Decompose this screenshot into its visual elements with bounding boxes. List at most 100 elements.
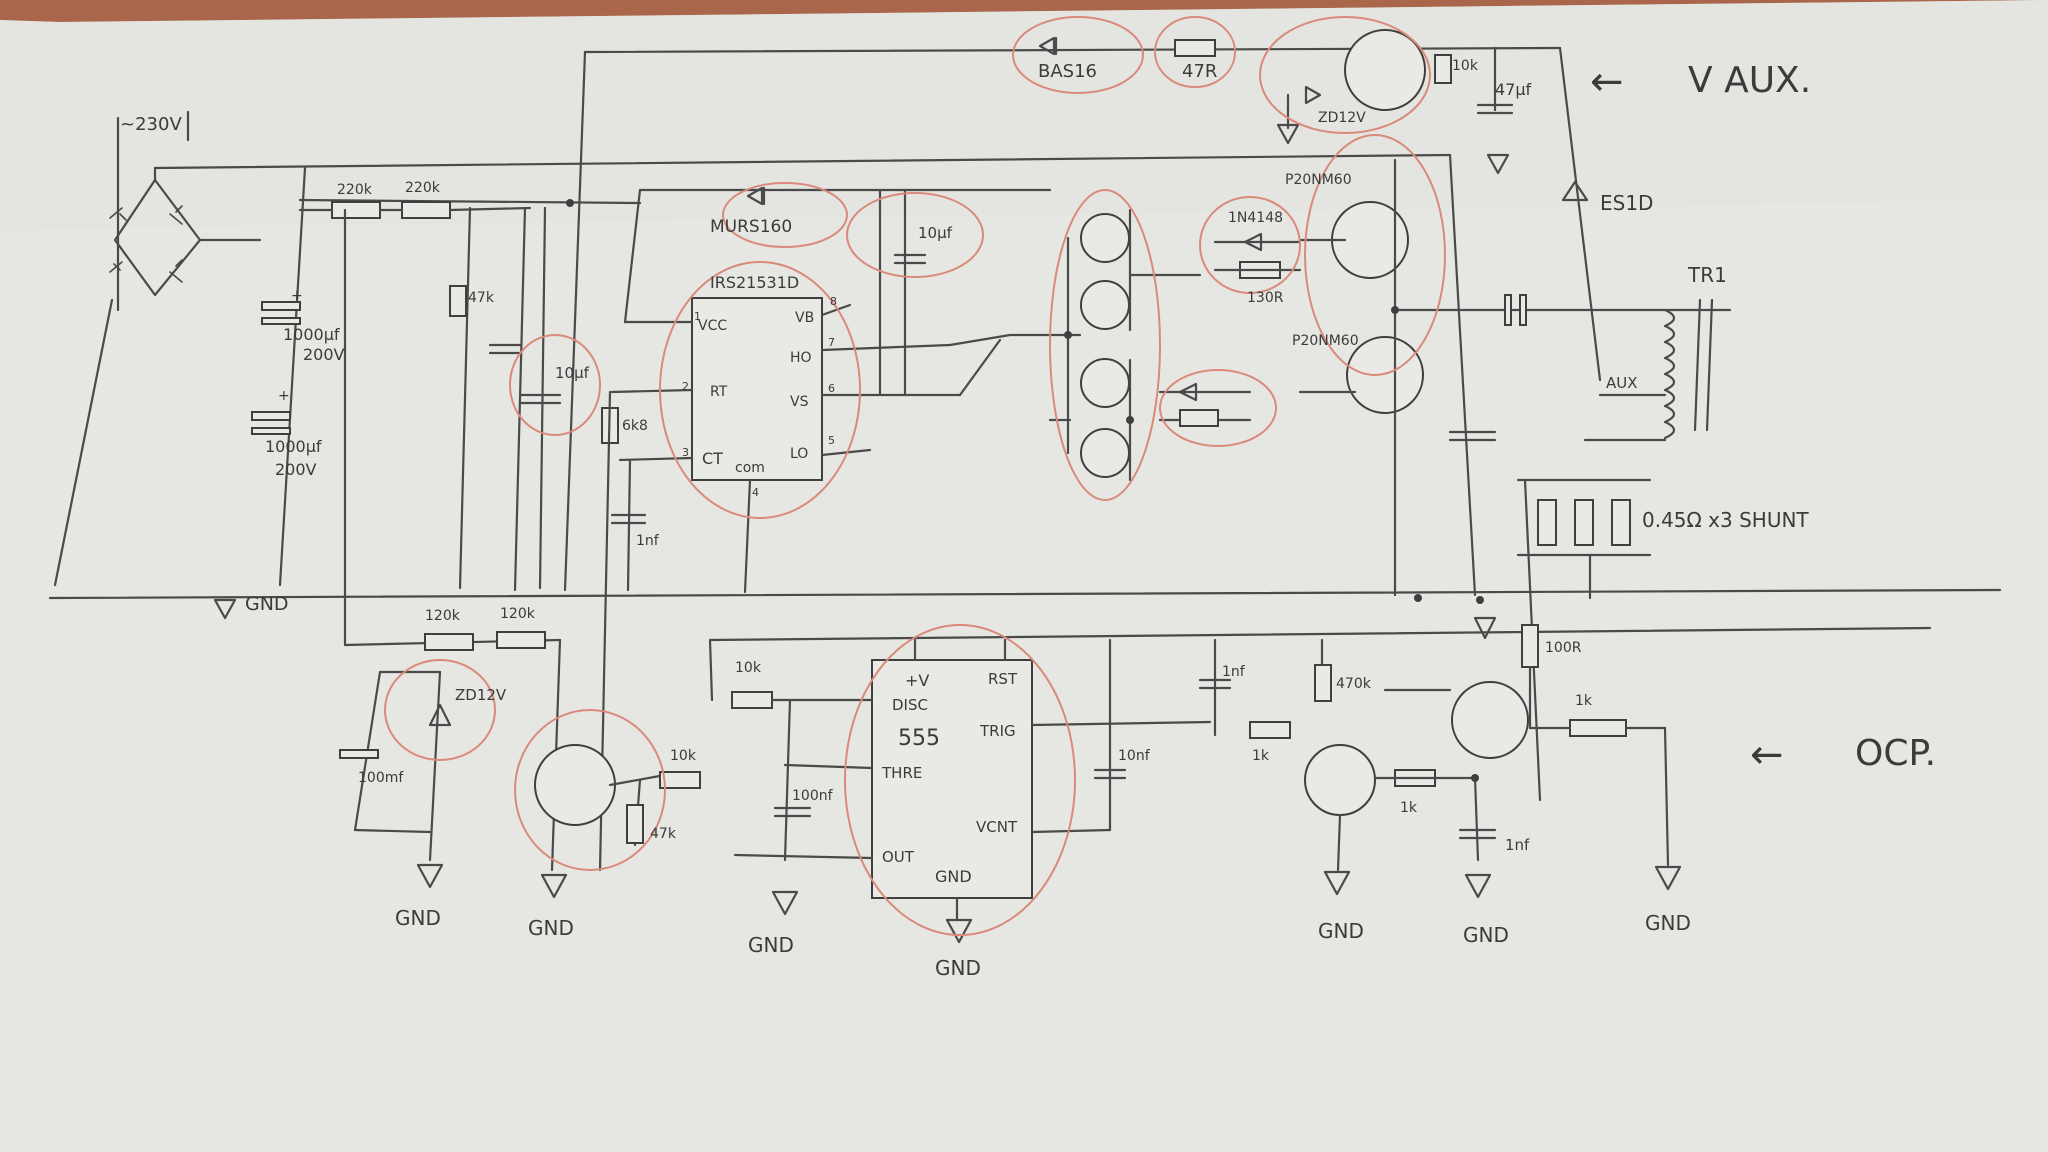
driver-ic-name: IRS21531D [710,273,799,292]
pin-555-gnd: GND [935,867,972,886]
c1nf-ct-label: 1nf [636,533,660,549]
pin-lo: LO [790,446,808,462]
pin-num-7: 7 [828,336,835,349]
pin-555-out: OUT [882,848,915,866]
r220k-a-label: 220k [337,182,373,198]
pin-num-4: 4 [752,486,759,499]
r100r-label: 100R [1545,640,1582,656]
vaux-regulator [1038,29,1602,382]
c1000-b-label: 1000µf [265,437,322,456]
r220k-b-label: 220k [405,180,441,196]
pin-num-1: 1 [694,310,701,323]
gnd-main-label: GND [245,593,289,615]
ocp-label: OCP. [1855,733,1936,774]
pin-num-8: 8 [830,295,837,308]
c1000-b-volt-label: 200V [275,460,317,479]
switch-transistor [534,744,701,847]
r1k-b-label: 1k [1400,800,1418,816]
pin-vs: VS [790,394,809,410]
vaux-label: V AUX. [1688,60,1811,101]
highlight-circles [384,16,1446,936]
transformer [1583,298,1714,442]
pin-555-rst: RST [988,670,1018,688]
aux-winding-label: AUX [1606,374,1638,392]
transformer-label: TR1 [1687,263,1727,287]
gnd-label-2: GND [528,916,574,940]
pin-com: com [735,460,765,476]
ocp-circuit [1198,624,1670,872]
ocp-arrow: ← [1750,732,1784,778]
gnd-label-4: GND [935,956,981,980]
timer-555 [708,626,1932,922]
plus-a-label: + [291,288,303,304]
plus-b-label: + [278,388,290,404]
zd12v-label: ZD12V [455,686,507,704]
pin-ho: HO [790,350,812,366]
gnd-label-5: GND [1318,919,1364,943]
pin-555-trig: TRIG [979,722,1016,740]
timer-ic-name: 555 [898,726,940,751]
bulk-capacitors [251,166,307,587]
c47uf-label: 47µf [1495,80,1532,99]
zd12v-vaux-label: ZD12V [1318,110,1366,126]
gnd-label-1: GND [395,906,441,930]
driver-ic [598,188,962,872]
mains-label: ~230V [120,114,182,135]
pin-num-3: 3 [682,446,689,459]
pin-555-thre: THRE [881,764,922,782]
c10uf-left-label: 10µf [555,364,590,382]
c10uf-boot-label: 10µf [918,224,953,242]
mosfets [1298,158,1732,597]
mosfet-lo-label: P20NM60 [1292,333,1359,349]
r47k-top-label: 47k [468,290,495,306]
pin-num-6: 6 [828,382,835,395]
c1nf-b-label: 1nf [1222,664,1246,680]
c10nf-label: 10nf [1118,748,1151,764]
pin-555-vplus: +V [905,671,929,690]
r10k-b-label: 10k [670,748,697,764]
r47k-b-label: 47k [650,826,677,842]
c1000-a-volt-label: 200V [303,345,345,364]
bridge-rectifier [53,110,262,587]
c100nf-label: 100nf [792,788,834,804]
gnd-label-6: GND [1463,923,1509,947]
r120k-b-label: 120k [500,606,536,622]
pin-ct: CT [702,449,723,468]
pin-num-5: 5 [828,434,835,447]
shunt-label: 0.45Ω x3 SHUNT [1642,508,1809,532]
c1nf-c-label: 1nf [1505,836,1530,854]
pin-vb: VB [795,310,814,326]
r10k-a-label: 10k [735,660,762,676]
pin-vcc: VCC [698,318,727,334]
r10k-vaux-label: 10k [1452,58,1479,74]
gnd-label-3: GND [748,933,794,957]
mosfet-hi-label: P20NM60 [1285,172,1352,188]
r1k-c-label: 1k [1575,693,1593,709]
bas16-label: BAS16 [1038,61,1097,82]
pin-rt: RT [710,384,728,400]
murs160-label: MURS160 [710,217,792,237]
r120k-a-label: 120k [425,608,461,624]
gate-drivers [948,208,1252,482]
gate-network [1158,232,1302,427]
r130r-label: 130R [1247,290,1284,306]
r470k-label: 470k [1336,676,1372,692]
aux-supply [339,208,562,872]
r6k8-label: 6k8 [622,418,648,434]
bootstrap [746,186,927,397]
pin-num-2: 2 [682,380,689,393]
c1000-a-label: 1000µf [283,325,340,344]
c100mf-label: 100mf [358,770,404,786]
d1n4148-label: 1N4148 [1228,210,1283,226]
r47r-label: 47R [1182,61,1217,82]
junctions [566,199,1484,782]
es1d-label: ES1D [1600,191,1653,215]
r1k-a-label: 1k [1252,748,1270,764]
pin-555-disc: DISC [892,696,928,714]
startup-resistors [298,201,562,592]
pin-555-vcnt: VCNT [976,818,1018,836]
gnd-label-7: GND [1645,911,1691,935]
